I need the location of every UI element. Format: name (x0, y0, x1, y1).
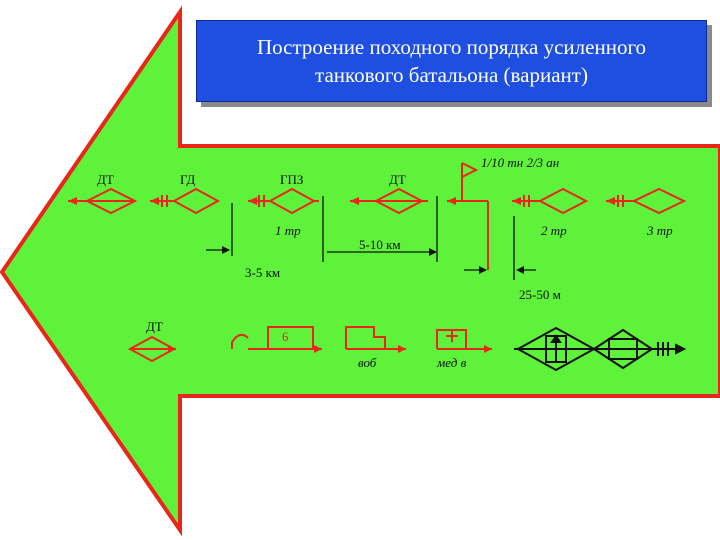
big-arrow-shape (0, 5, 720, 537)
tank-hq-symbol (592, 328, 687, 370)
label-tr3: 3 тр (647, 223, 673, 238)
gd-symbol (150, 187, 221, 215)
tr2-symbol (512, 187, 589, 215)
label-dt-left: ДТ (97, 172, 114, 187)
label-unit-6: 6 (282, 329, 289, 344)
label-dt-mid: ДТ (389, 172, 406, 187)
label-tr1: 1 тр (275, 223, 301, 238)
dt-bottom-symbol (127, 335, 177, 363)
label-vob: воб (358, 355, 377, 370)
label-gpz: ГПЗ (280, 172, 304, 187)
label-med: мед в (437, 355, 467, 370)
label-tn-an: 1/10 тн 2/3 ан (481, 155, 560, 170)
dt-mid-symbol (350, 187, 428, 215)
med-symbol (436, 329, 492, 353)
title-box: Построение походного порядка усиленного … (196, 20, 707, 102)
label-dist-5-10: 5-10 км (359, 237, 401, 252)
label-dist-25-50: 25-50 м (519, 287, 561, 302)
dist-3-5-bracket (206, 203, 233, 256)
vob-symbol (345, 326, 406, 353)
flag-symbol (447, 162, 489, 270)
tr3-symbol (606, 187, 687, 215)
dist-5-10-bracket (322, 196, 438, 262)
label-dist-3-5: 3-5 км (245, 265, 281, 280)
dt-left-symbol (68, 187, 138, 215)
label-gd: ГД (180, 172, 196, 187)
unit-6-symbol (231, 326, 322, 353)
gpz-symbol (248, 187, 319, 215)
label-tr2: 2 тр (541, 223, 567, 238)
label-dt-bottom: ДТ (146, 319, 163, 334)
title-line-1: Построение походного порядка усиленного (256, 35, 647, 59)
dist-25-50-bracket (464, 216, 536, 280)
title-line-2: танкового батальона (вариант) (315, 63, 588, 87)
